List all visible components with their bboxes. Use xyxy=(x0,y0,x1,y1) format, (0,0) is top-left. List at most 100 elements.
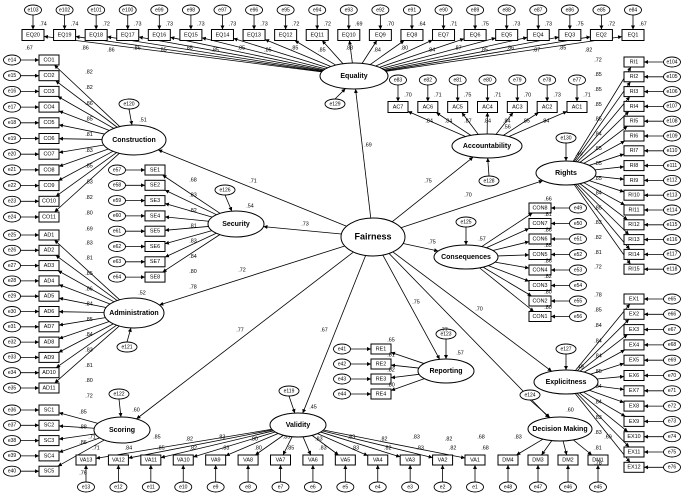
path-fairness-explicitness xyxy=(392,251,552,372)
error-e59: e59 xyxy=(108,195,126,207)
load-ex-10: .81 xyxy=(594,445,602,451)
load-eq-11: .84 xyxy=(373,47,381,53)
error-e67: e67 xyxy=(663,324,681,336)
loading-ri7 xyxy=(589,153,625,166)
indicator-ri10: RI10 xyxy=(623,189,645,201)
r2-va13: .71 xyxy=(92,445,100,451)
r2-ac2: .73 xyxy=(553,92,561,98)
loading-co10 xyxy=(55,152,117,197)
svg-text:VA8: VA8 xyxy=(243,457,253,463)
svg-text:e29: e29 xyxy=(8,294,17,300)
load-eq-15: .85 xyxy=(480,47,488,53)
loading-se6 xyxy=(164,230,213,245)
loading-eq1 xyxy=(385,35,623,72)
indicator-va1: VA1 xyxy=(464,454,486,466)
svg-text:e37: e37 xyxy=(8,423,17,429)
svg-text:e111: e111 xyxy=(667,163,678,169)
error-e46: e46 xyxy=(559,481,577,493)
indicator-ex4: EX4 xyxy=(623,339,645,351)
svg-text:e51: e51 xyxy=(574,236,583,242)
load-va-6: .85 xyxy=(283,434,291,440)
error-e62: e62 xyxy=(108,241,126,252)
load-co-5: .83 xyxy=(85,148,93,154)
svg-text:AD10: AD10 xyxy=(42,370,56,376)
coef-validity: .67 xyxy=(320,327,328,333)
r2-eq15: .73 xyxy=(197,21,205,27)
svg-text:CON1: CON1 xyxy=(533,314,548,320)
r2-va7: .85 xyxy=(287,445,295,451)
svg-text:e74: e74 xyxy=(668,434,677,440)
svg-text:VA9: VA9 xyxy=(211,457,221,463)
svg-text:e3: e3 xyxy=(407,484,413,490)
svg-text:e18: e18 xyxy=(8,120,17,126)
load-ri-4: .85 xyxy=(594,117,602,123)
r2-ac3: .70 xyxy=(524,92,532,98)
indicator-ri1: RI1 xyxy=(623,56,645,68)
svg-text:EX5: EX5 xyxy=(629,358,639,364)
svg-text:Fairness: Fairness xyxy=(354,231,391,241)
indicator-sc1: SC1 xyxy=(38,404,60,416)
loading-ad9 xyxy=(58,323,114,353)
loading-eq11 xyxy=(321,40,344,64)
loading-sc3 xyxy=(58,433,96,441)
load-co-6: .85 xyxy=(85,164,93,170)
svg-text:e67: e67 xyxy=(668,327,677,333)
svg-text:e65: e65 xyxy=(668,296,677,302)
indicator-se7: SE7 xyxy=(144,256,166,268)
error-e109: e109 xyxy=(663,130,681,142)
error-e19: e19 xyxy=(3,133,21,144)
svg-text:Rights: Rights xyxy=(555,170,577,177)
load-ac-1: .84 xyxy=(445,118,453,124)
svg-text:CO2: CO2 xyxy=(43,73,54,79)
disturbance-e119: e119 xyxy=(278,385,300,397)
svg-text:CON3: CON3 xyxy=(533,283,548,289)
load-ac-0: .84 xyxy=(425,118,433,124)
disturbance-e124: e124 xyxy=(519,389,541,401)
svg-text:e30: e30 xyxy=(8,309,17,315)
coef-accountability: .75 xyxy=(424,178,432,184)
svg-text:CON6: CON6 xyxy=(533,236,548,242)
load-sc-1: .88 xyxy=(79,425,87,431)
svg-text:DM2: DM2 xyxy=(562,457,573,463)
svg-text:RI7: RI7 xyxy=(630,148,638,154)
svg-text:e40: e40 xyxy=(8,469,17,475)
error-e80: e80 xyxy=(478,74,497,86)
loading-se8 xyxy=(162,234,221,273)
r2b-eq20: .67 xyxy=(25,45,33,51)
indicator-eq2: EQ2 xyxy=(589,29,613,41)
svg-text:CON8: CON8 xyxy=(533,205,548,211)
error-e86: e86 xyxy=(560,4,579,16)
svg-text:e23: e23 xyxy=(8,199,17,205)
load-se-6: .80 xyxy=(189,269,197,275)
indicator-ex8: EX8 xyxy=(623,400,645,412)
load-eq-1: .86 xyxy=(107,47,115,53)
indicator-ex7: EX7 xyxy=(623,385,645,397)
svg-text:e11: e11 xyxy=(147,484,155,490)
loading-eq2 xyxy=(385,35,591,72)
load-ad-0: .83 xyxy=(85,240,93,246)
svg-text:e120: e120 xyxy=(123,101,134,107)
error-e45: e45 xyxy=(589,481,607,493)
path-fairness-scoring xyxy=(136,251,354,420)
indicator-ac6: AC6 xyxy=(417,101,439,113)
indicator-ad6: AD6 xyxy=(38,306,60,317)
error-e25: e25 xyxy=(3,229,21,241)
svg-text:SE6: SE6 xyxy=(150,244,160,250)
indicator-ex11: EX11 xyxy=(623,446,645,458)
indicator-va10: VA10 xyxy=(172,454,194,466)
svg-text:EX1: EX1 xyxy=(629,296,639,302)
latent-security: Security xyxy=(207,210,265,238)
loading-ri10 xyxy=(589,180,625,193)
svg-text:e87: e87 xyxy=(534,7,543,13)
indicator-ad9: AD9 xyxy=(38,351,60,363)
indicator-co6: CO6 xyxy=(38,133,60,144)
loading-ex8 xyxy=(589,389,625,404)
loading-con4 xyxy=(494,261,530,270)
indicator-co5: CO5 xyxy=(38,117,60,129)
indicator-ac2: AC2 xyxy=(536,101,558,113)
indicator-co2: CO2 xyxy=(38,70,60,82)
path-e121 xyxy=(126,327,132,343)
r2-eq16: .73 xyxy=(166,21,174,27)
svg-text:SE8: SE8 xyxy=(150,275,160,281)
svg-text:VA4: VA4 xyxy=(373,457,383,463)
